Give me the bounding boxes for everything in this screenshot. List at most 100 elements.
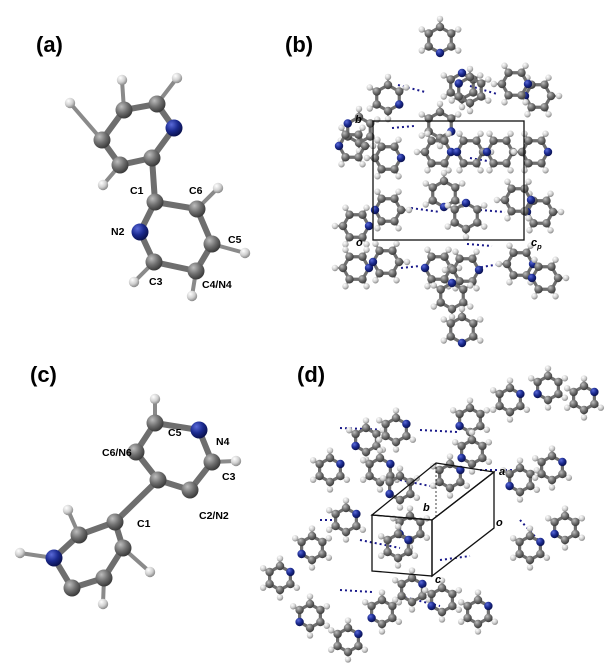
carbon-atom [509,271,518,280]
pyrazine-ring [363,136,406,180]
hydrogen-atom [323,603,331,610]
carbon-atom [406,489,415,499]
hydrogen-atom [394,562,402,569]
hydrogen-atom [362,417,370,424]
carbon-atom [367,601,376,611]
nitrogen-atom [402,419,411,429]
hydrogen-atom [391,596,399,603]
hydrogen-atom [507,130,514,137]
hydrogen-atom [525,215,532,222]
nitrogen-atom [482,147,492,157]
carbon-atom [358,233,367,242]
carbon-atom [440,159,449,168]
carbon-atom [361,447,371,457]
carbon-atom [286,579,295,589]
carbon-atom [505,383,515,393]
nitrogen-atom [523,79,533,89]
carbon-atom [447,42,456,51]
bipyrazine-molecule [493,178,565,234]
hydrogen-atom [466,65,474,73]
carbon-atom [397,591,406,601]
carbon-atom [354,641,363,651]
carbon-atom [388,613,397,623]
carbon-atom [143,149,161,167]
carbon-atom [522,248,531,257]
carbon-atom [316,605,325,615]
hydrogen-atom [379,475,387,482]
atom-label-c5: C5 [168,427,182,439]
nitrogen-atom [396,153,406,163]
hydrogen-atom [14,547,26,559]
nitrogen-atom [368,257,378,267]
nitrogen-atom [455,421,464,431]
hydrogen-atom [552,293,559,300]
carbon-atom [265,579,274,589]
pyrazine-ring [563,375,605,421]
nitrogen-atom [386,459,395,469]
hydrogen-atom [544,404,552,411]
carbon-atom [540,80,549,89]
hydrogen-atom [525,178,532,185]
nitrogen-atom [385,489,394,499]
hydrogen-atom [522,62,529,69]
carbon-atom [571,517,580,527]
carbon-atom [393,553,403,563]
carbon-atom [315,471,324,481]
hydrogen-atom [544,515,552,522]
hydrogen-atom [276,555,284,562]
panel-d-packing [259,365,605,663]
hydrogen-atom [374,136,381,143]
hydrogen-atom [345,427,353,434]
hydrogen-atom [501,99,508,106]
hydrogen-atom [424,283,431,290]
carbon-atom [546,91,556,101]
carbon-atom [395,495,405,505]
carbon-atom [394,257,404,267]
hydrogen-atom [445,130,452,137]
hydrogen-atom [403,84,410,91]
hydrogen-atom [291,535,299,542]
hydrogen-bond [466,243,493,247]
pyrazine-ring [490,62,533,106]
atom-label-c6: C6 [189,185,203,197]
carbon-atom [383,106,393,116]
carbon-atom [318,549,327,559]
hydrogen-atom [455,606,463,613]
hydrogen-atom [395,136,402,143]
carbon-atom [477,92,486,101]
pyrazine-ring [334,124,377,168]
carbon-atom [529,219,538,228]
carbon-atom [188,200,206,218]
pyrazine-ring [377,523,419,569]
carbon-atom [265,567,274,577]
hydrogen-atom [552,256,559,263]
pyrazine-ring [444,198,488,241]
pyrazine-ring [430,278,474,321]
carbon-atom [333,641,342,651]
carbon-atom [390,142,399,151]
bipyrazine-molecule [495,242,570,300]
carbon-atom [435,465,444,475]
hydrogen-bond [479,209,506,213]
hydrogen-atom [466,107,474,115]
hydrogen-atom [507,167,514,174]
carbon-atom [515,487,525,497]
hydrogen-atom [393,277,400,284]
carbon-atom [305,623,315,633]
nitrogen-atom [516,389,525,399]
hydrogen-atom [440,169,448,177]
carbon-atom [377,595,387,605]
hydrogen-bond [339,589,373,593]
carbon-atom [343,647,353,657]
carbon-atom [459,298,468,307]
carbon-atom [448,601,457,611]
carbon-atom [331,509,340,519]
hydrogen-atom [342,246,349,253]
carbon-atom [435,107,445,117]
carbon-atom [354,112,364,122]
hydrogen-atom [212,182,224,194]
carbon-atom [472,136,481,145]
nitrogen-atom [457,68,467,78]
hydrogen-atom [468,429,476,436]
hydrogen-atom [331,222,339,230]
